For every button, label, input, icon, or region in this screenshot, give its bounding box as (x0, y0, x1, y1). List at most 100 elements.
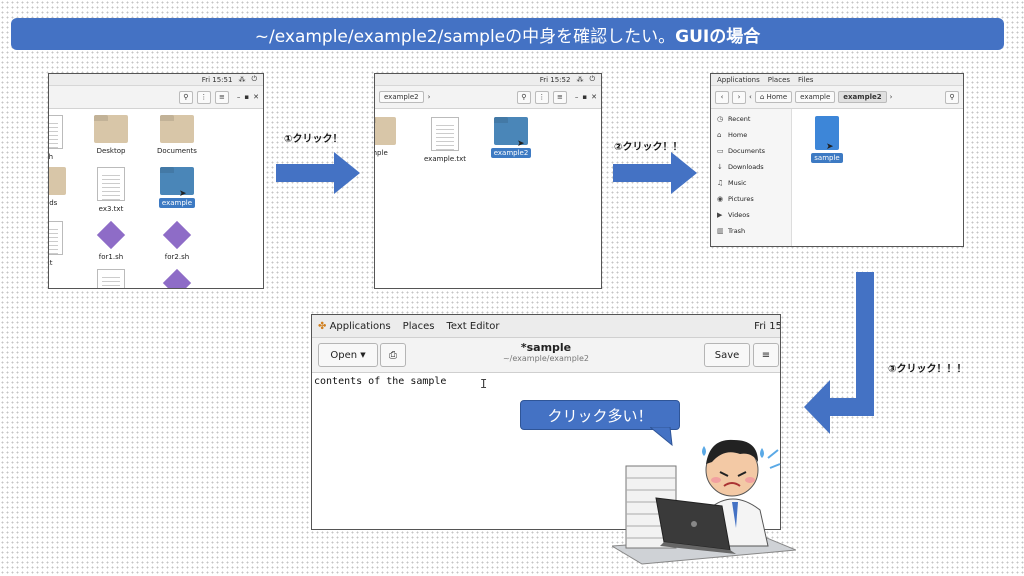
view-options-icon[interactable]: ⋮ (196, 90, 211, 104)
close-icon[interactable]: ✕ (591, 93, 597, 101)
breadcrumb-home[interactable]: ⌂ Home (754, 91, 793, 103)
menu-applications[interactable]: ✤ Applications (318, 321, 391, 332)
document-icon (431, 117, 459, 151)
document-icon (49, 115, 63, 149)
file-item[interactable] (81, 269, 141, 288)
file-item[interactable]: ex3.txt (81, 167, 141, 213)
folder-item[interactable]: Documents (147, 115, 207, 155)
menu-places[interactable]: Places (767, 75, 791, 84)
folder-icon (160, 115, 194, 143)
breadcrumb-example2[interactable]: example2 (838, 91, 887, 103)
file-label: mple (375, 149, 388, 157)
menu-icon[interactable]: ≡ (552, 90, 567, 104)
document-icon (49, 221, 63, 255)
menu-icon[interactable]: ≡ (214, 90, 229, 104)
file-item[interactable]: sh (48, 115, 79, 161)
folder-item[interactable]: mple (375, 117, 409, 157)
file-label: sh (48, 153, 54, 161)
new-tab-icon: ⎙ (389, 349, 397, 361)
file-item[interactable]: for2.sh (147, 220, 207, 261)
save-button[interactable]: Save (704, 343, 750, 367)
file-manager-window-1: Fri 15:51 ⁂ ⏻ ⚲ ⋮ ≡ – ▪ ✕ sh Desktop Doc… (48, 73, 264, 289)
folder-icon (160, 167, 194, 195)
document-title: *sample ~/example/example2 (312, 341, 780, 363)
chevron-left-icon[interactable]: ‹ (749, 93, 752, 101)
title-banner: ~/example/example2/sampleの中身を確認したい。GUIの場… (11, 18, 1004, 50)
download-icon: ↓ (717, 162, 723, 171)
chevron-right-icon[interactable]: › (889, 93, 893, 101)
top-bar: Applications Places Files (711, 74, 963, 86)
step-arrow-2 (613, 152, 697, 194)
clock: Fri 15:51 (201, 75, 233, 84)
folder-item-selected[interactable]: example (147, 167, 207, 208)
power-icon[interactable]: ⏻ (251, 75, 257, 83)
close-icon[interactable]: ✕ (253, 93, 259, 101)
chevron-right-icon[interactable]: › (427, 93, 431, 101)
file-grid: mple example.txt example2 ➤ (375, 109, 601, 288)
file-manager-window-2: Fri 15:52 ⁂ ⏻ example2 › ⚲ ⋮ ≡ – ▪ ✕ mpl… (374, 73, 602, 289)
step-label-1: ①クリック！ (284, 134, 343, 145)
folder-icon (94, 115, 128, 143)
sidebar-item-videos[interactable]: ▶Videos (711, 207, 791, 223)
menu-files[interactable]: Files (798, 75, 814, 84)
minimize-icon[interactable]: – (574, 93, 579, 101)
back-icon[interactable]: ‹ (715, 90, 729, 104)
file-label: Desktop (96, 147, 126, 155)
folder-item-selected[interactable]: example2 (481, 117, 541, 158)
crumb-label: Home (766, 93, 788, 101)
clock: Fri 15:52 (539, 75, 571, 84)
search-icon[interactable]: ⚲ (178, 90, 193, 104)
search-icon[interactable]: ⚲ (516, 90, 531, 104)
folder-item[interactable]: Desktop (81, 115, 141, 155)
sidebar-item-documents[interactable]: ▭Documents (711, 143, 791, 159)
hamburger-icon: ≡ (761, 349, 771, 361)
file-title: *sample (520, 341, 572, 354)
breadcrumb-example[interactable]: example (795, 91, 836, 103)
sidebar-item-pictures[interactable]: ◉Pictures (711, 191, 791, 207)
open-button[interactable]: Open ▼ (318, 343, 378, 367)
file-label: sample (811, 153, 843, 163)
file-grid: sh Desktop Documents oads ex3.txt exampl… (48, 109, 263, 288)
mouse-cursor-icon: ➤ (517, 139, 525, 149)
sidebar-item-music[interactable]: ♫Music (711, 175, 791, 191)
folder-icon (49, 167, 66, 195)
sidebar-label: Documents (728, 147, 766, 155)
file-item-selected[interactable]: sample (797, 116, 857, 163)
menu-button[interactable]: ≡ (753, 343, 779, 367)
power-icon[interactable]: ⏻ (589, 75, 595, 83)
file-item[interactable] (147, 268, 207, 288)
file-item[interactable]: xt (49, 221, 79, 267)
step-label-2: ②クリック！！ (614, 142, 683, 153)
folder-icon (494, 117, 528, 145)
sidebar-item-downloads[interactable]: ↓ Downloads (711, 159, 791, 175)
new-document-button[interactable]: ⎙ (380, 343, 406, 367)
sidebar-label: Downloads (728, 163, 764, 171)
network-icon: ⁂ (238, 75, 246, 84)
speech-bubble-tail (650, 427, 673, 447)
menu-text-editor[interactable]: Text Editor (446, 320, 500, 332)
file-label: ex3.txt (98, 205, 124, 213)
file-item[interactable]: example.txt (415, 117, 475, 163)
sidebar-item-recent[interactable]: ◷Recent (711, 111, 791, 127)
video-icon: ▶ (717, 210, 723, 219)
home-icon: ⌂ (717, 130, 722, 139)
sidebar-item-trash[interactable]: ▥Trash (711, 223, 791, 239)
file-item[interactable]: for1.sh (81, 220, 141, 261)
breadcrumb-example2[interactable]: example2 (379, 91, 424, 103)
sidebar-item-home[interactable]: ⌂Home (711, 127, 791, 143)
view-options-icon[interactable]: ⋮ (534, 90, 549, 104)
maximize-icon[interactable]: ▪ (582, 93, 588, 101)
file-label: xt (49, 259, 53, 267)
text-area[interactable]: contents of the sample I (312, 373, 780, 529)
minimize-icon[interactable]: – (236, 93, 241, 101)
folder-item[interactable]: oads (49, 167, 79, 207)
forward-icon[interactable]: › (732, 90, 746, 104)
maximize-icon[interactable]: ▪ (244, 93, 250, 101)
menu-places[interactable]: Places (402, 320, 435, 332)
banner-path: ~/example/example2/sampleの中身を確認したい。 (254, 26, 676, 47)
banner-bold: GUIの場合 (675, 26, 761, 47)
top-bar: Fri 15:51 ⁂ ⏻ (49, 74, 263, 86)
search-icon[interactable]: ⚲ (945, 90, 959, 104)
file-manager-window-3: Applications Places Files ‹ › ‹ ⌂ Home e… (710, 73, 964, 247)
menu-applications[interactable]: Applications (717, 75, 760, 84)
